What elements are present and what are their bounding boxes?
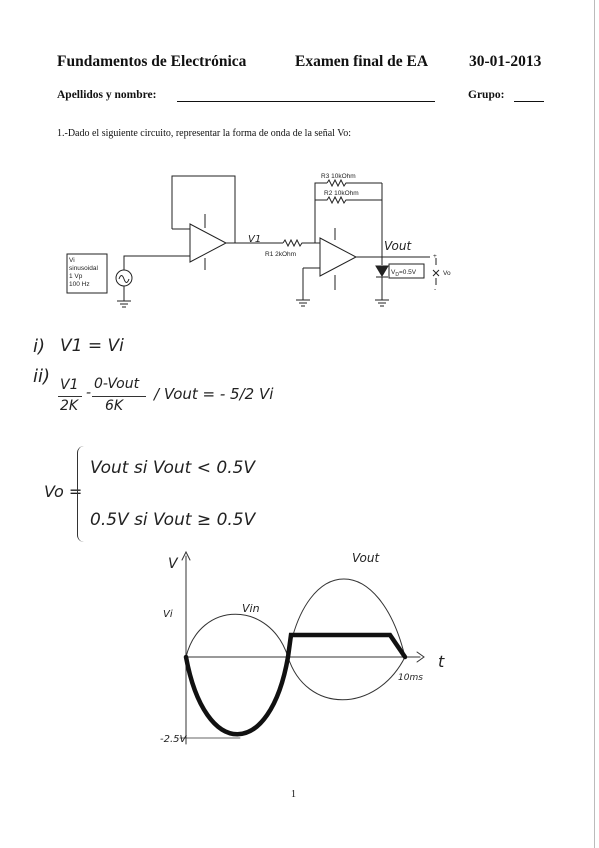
resistor-r3	[326, 178, 382, 188]
frac2-bar	[92, 396, 146, 397]
source-label-box	[66, 253, 108, 294]
name-label: Apellidos y nombre:	[57, 89, 157, 101]
source-label-line-4: 100 Hz	[69, 281, 90, 288]
opamp-buffer	[189, 223, 228, 263]
source-label-line-3: 1 Vp	[69, 273, 83, 280]
plus-sign: +	[433, 253, 437, 260]
piecewise-case-2: 0.5V si Vout ≥ 0.5V	[90, 510, 256, 530]
course-title: Fundamentos de Electrónica	[57, 53, 247, 70]
r3-label: R3 10kOhm	[321, 173, 356, 180]
frac1-bar	[58, 396, 82, 397]
piecewise-brace	[77, 446, 84, 542]
hand-vout-label: Vout	[384, 239, 412, 253]
frac1-denominator: 2K	[60, 398, 79, 414]
page-number: 1	[291, 789, 296, 800]
hand-v1-label: V1	[248, 234, 261, 245]
group-blank-line	[514, 101, 544, 102]
scan-edge	[594, 0, 595, 848]
exam-title: Examen final de EA	[295, 53, 429, 70]
vo-piecewise-label: Vo =	[44, 482, 83, 501]
diode	[375, 265, 389, 277]
exam-date: 30-01-2013	[469, 53, 542, 70]
vout-curve-label: Vout	[352, 551, 380, 565]
group-label: Grupo:	[468, 89, 505, 101]
opamp-inverting	[319, 237, 358, 277]
piecewise-case-1: Vout si Vout < 0.5V	[90, 458, 256, 478]
y-axis-label: V	[168, 556, 179, 572]
vo-curve	[183, 632, 408, 737]
name-blank-line	[177, 101, 435, 102]
resistor-r2	[315, 195, 382, 205]
frac1-numerator: V1	[60, 377, 79, 393]
time-label: 10ms	[398, 673, 423, 683]
step2-result: / Vout = - 5/2 Vi	[154, 385, 274, 403]
minus-sign: -	[434, 286, 436, 293]
vin-curve-label: Vin	[242, 602, 260, 615]
vi-amplitude-label: Vi	[163, 609, 173, 620]
diode-voltage-label: VD=0.5V	[391, 269, 417, 278]
frac2-numerator: 0-Vout	[94, 376, 140, 392]
resistor-r1	[282, 238, 315, 248]
minus-sign-hand: -	[86, 385, 92, 401]
source-label-line-1: Vi	[69, 257, 75, 264]
step1-equation: V1 = Vi	[60, 336, 124, 356]
source-label-line-2: sinusoidal	[69, 265, 98, 272]
step2-number: ii)	[33, 366, 51, 387]
frac2-denominator: 6K	[105, 398, 124, 414]
step1-number: i)	[33, 336, 46, 357]
question-text: 1.-Dado el siguiente circuito, represent…	[57, 128, 351, 139]
r1-label: R1 2kOhm	[265, 251, 296, 258]
negative-peak-label: -2.5V	[160, 734, 188, 745]
x-axis-label: t	[438, 652, 445, 671]
diode-voltage-box	[388, 263, 425, 279]
vo-terminal-label: Vo	[443, 270, 451, 277]
r2-label: R2 10kOhm	[324, 190, 359, 197]
